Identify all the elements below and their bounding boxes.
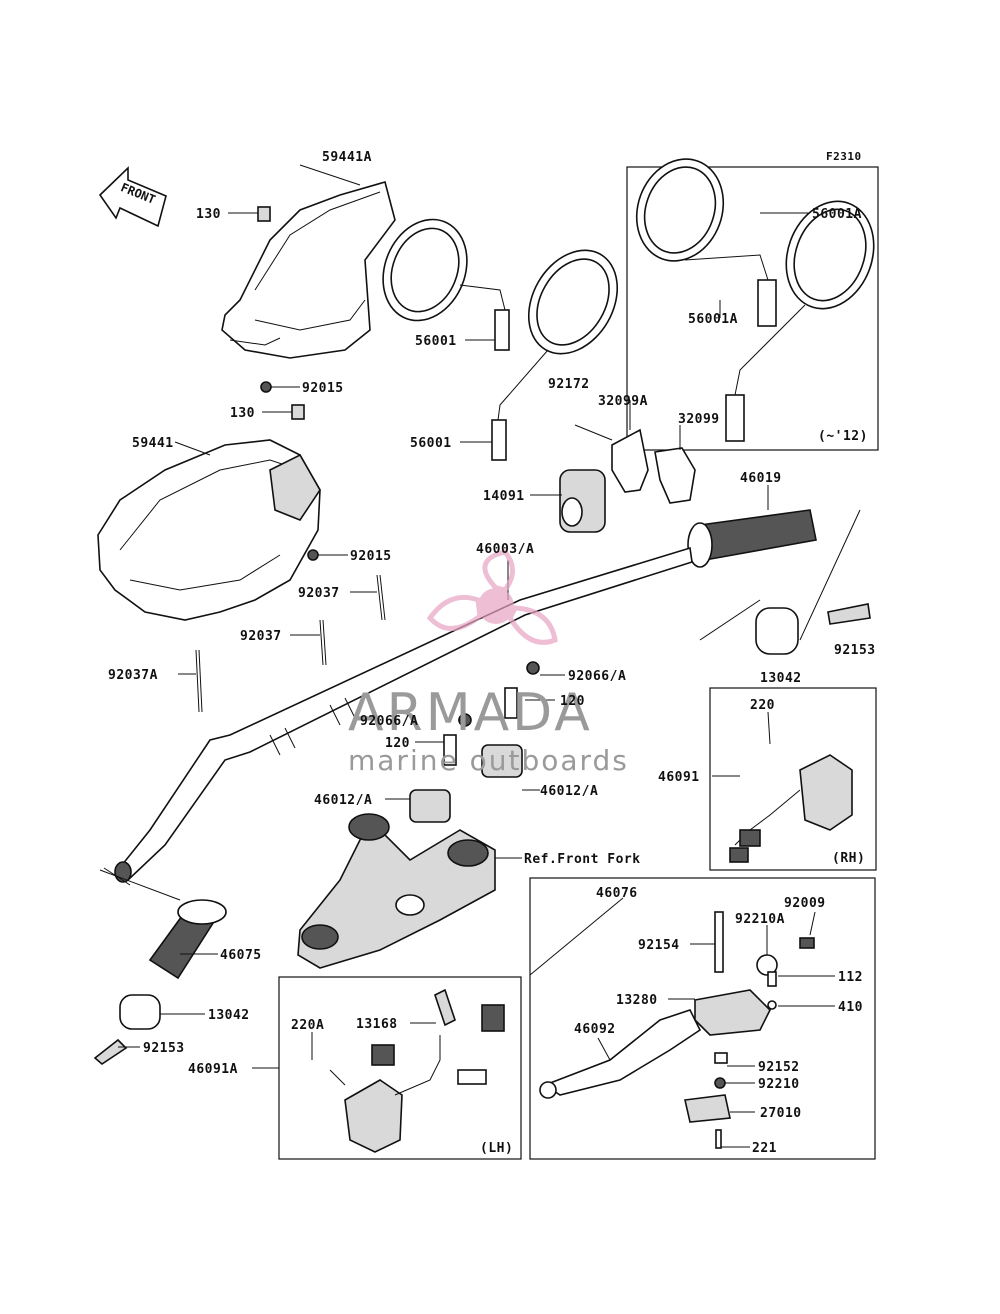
- label-92172: 92172: [548, 377, 590, 392]
- label-13168: 13168: [356, 1017, 398, 1032]
- label-32099A: 32099A: [598, 394, 648, 409]
- label-46076: 46076: [596, 886, 638, 901]
- triple-clamp: [297, 813, 496, 969]
- label-56001a: 56001: [415, 334, 457, 349]
- propeller-logo-icon: [426, 549, 558, 645]
- rh-note: (RH): [832, 851, 865, 866]
- leader-lines: [99, 164, 861, 1148]
- clutch-lever-assembly: [539, 911, 815, 1149]
- lh-switch: [344, 988, 505, 1153]
- label-410: 410: [838, 1000, 863, 1015]
- label-59441: 59441: [132, 436, 174, 451]
- handguard-lower: [97, 439, 321, 621]
- throttle-housing: [559, 424, 696, 533]
- label-56001b: 56001: [410, 436, 452, 451]
- label-92066b: 92066/A: [360, 714, 418, 729]
- label-120b: 120: [385, 736, 410, 751]
- label-92066a: 92066/A: [568, 669, 626, 684]
- label-92015b: 92015: [350, 549, 392, 564]
- part-labels: F2310 59441A 130 92015 130 59441 92015 5…: [108, 150, 876, 1156]
- figure-code: F2310: [826, 150, 862, 163]
- label-130a: 130: [196, 207, 221, 222]
- mirror-variant-note: (~'12): [818, 429, 868, 444]
- label-56001A-2: 56001A: [688, 312, 738, 327]
- label-14091: 14091: [483, 489, 525, 504]
- label-46012a: 46012/A: [314, 793, 372, 808]
- label-220A: 220A: [291, 1018, 324, 1033]
- label-120a: 120: [560, 694, 585, 709]
- label-32099: 32099: [678, 412, 720, 427]
- label-92152: 92152: [758, 1060, 800, 1075]
- label-92009: 92009: [784, 896, 826, 911]
- bar-end-right: [755, 603, 871, 655]
- label-92154: 92154: [638, 938, 680, 953]
- label-92153b: 92153: [143, 1041, 185, 1056]
- mirror-left-upper: [382, 218, 510, 351]
- handguard-upper: [221, 181, 396, 359]
- reference-front-fork: Ref.Front Fork: [524, 852, 641, 867]
- label-27010: 27010: [760, 1106, 802, 1121]
- watermark-tagline: marine outboards: [348, 744, 629, 777]
- label-56001A-1: 56001A: [812, 207, 862, 222]
- mirror-variant-box: [626, 166, 879, 451]
- label-221: 221: [752, 1141, 777, 1156]
- label-13042b: 13042: [208, 1008, 250, 1023]
- label-130b: 130: [230, 406, 255, 421]
- lever-assembly-box: [529, 877, 876, 1160]
- left-grip: [93, 899, 227, 1066]
- mirror-variant-left: [635, 158, 777, 327]
- handlebar-clamps: [409, 661, 540, 823]
- throttle-grip: [687, 509, 817, 568]
- watermark: ARMADA marine outboards: [348, 549, 629, 777]
- watermark-brand: ARMADA: [348, 683, 593, 743]
- label-92210: 92210: [758, 1077, 800, 1092]
- rh-switch-box: [709, 687, 877, 871]
- label-220: 220: [750, 698, 775, 713]
- label-46075: 46075: [220, 948, 262, 963]
- label-13280: 13280: [616, 993, 658, 1008]
- label-46092: 46092: [574, 1022, 616, 1037]
- label-46019: 46019: [740, 471, 782, 486]
- label-92037A: 92037A: [108, 668, 158, 683]
- label-46091: 46091: [658, 770, 700, 785]
- label-92037b: 92037: [240, 629, 282, 644]
- clips: [195, 206, 386, 713]
- label-59441A: 59441A: [322, 150, 372, 165]
- label-92210A: 92210A: [735, 912, 785, 927]
- label-46091A: 46091A: [188, 1062, 238, 1077]
- label-92037a: 92037: [298, 586, 340, 601]
- label-112: 112: [838, 970, 863, 985]
- mirror-variant-right: [725, 200, 875, 442]
- label-46012b: 46012/A: [540, 784, 598, 799]
- front-arrow-icon: FRONT: [98, 166, 167, 228]
- label-46003: 46003/A: [476, 542, 534, 557]
- lh-note: (LH): [480, 1141, 513, 1156]
- label-92015a: 92015: [302, 381, 344, 396]
- rh-switch: [729, 754, 853, 863]
- mirror-right-upper: [491, 249, 619, 461]
- label-92153a: 92153: [834, 643, 876, 658]
- label-13042a: 13042: [760, 671, 802, 686]
